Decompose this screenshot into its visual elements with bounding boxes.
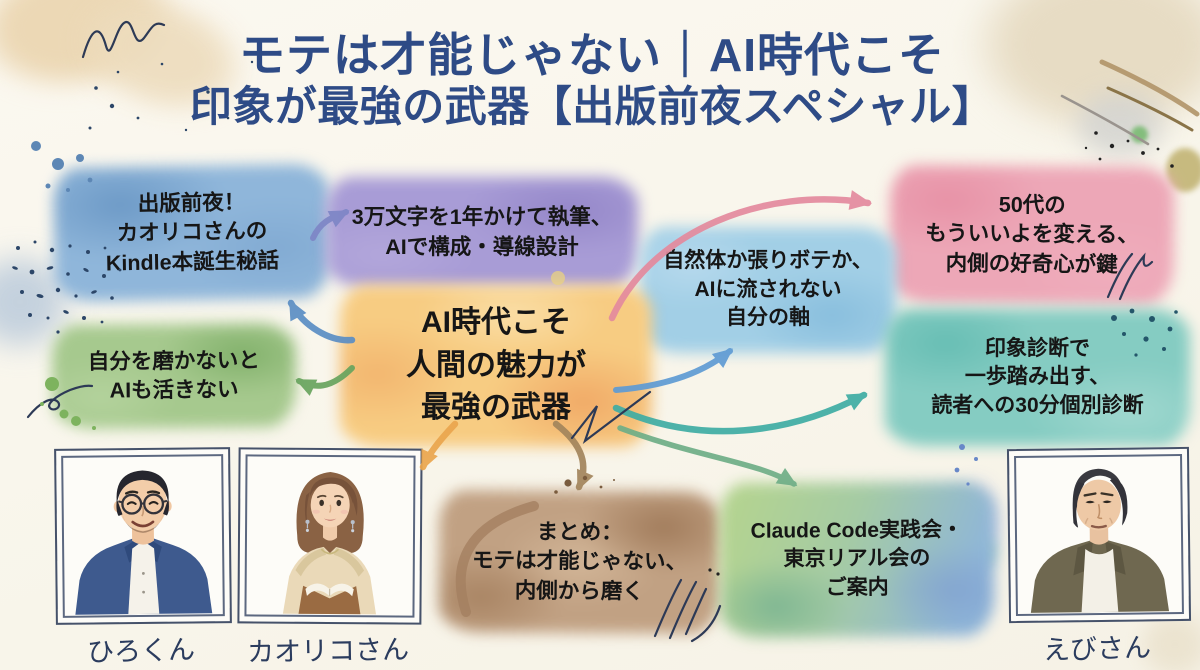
node-natural-axis: 自然体か張りボテか、 AIに流されない 自分の軸 (640, 227, 896, 353)
node-diagnosis-text: 印象診断で 一歩踏み出す、 読者への30分個別診断 (931, 336, 1144, 417)
kaoriko-label: カオリコさん (246, 634, 410, 669)
node-writing-wash (326, 177, 638, 288)
arrow-center-to-claude (617, 425, 798, 487)
node-summary: まとめ： モテは才能じゃない、 内側から磨く (438, 490, 721, 634)
node-fifties-curiosity: 50代の もういいよを変える、 内側の好奇心が鍵 (889, 164, 1175, 306)
node-writing-process: 3万文字を1年かけて執筆、 AIで構成・導線設計 (326, 177, 638, 288)
ebisan-label: えびさん (1042, 632, 1152, 667)
node-summary-text: まとめ： モテは才能じゃない、 内側から磨く (471, 520, 688, 603)
title-line-1: モテは才能じゃない｜AI時代こそ (239, 29, 945, 81)
ebisan-portrait (1006, 446, 1192, 624)
splatter-ebisan-blue (954, 444, 978, 486)
node-central-theme: AI時代こそ 人間の魅力が 最強の武器 (340, 285, 652, 447)
hirokun-label: ひろくん (86, 634, 196, 669)
node-polish-yourself: 自分を磨かないと AIも活きない (51, 322, 297, 430)
node-impression-diagnosis: 印象診断で 一歩踏み出す、 読者への30分個別診断 (885, 309, 1190, 446)
node-claude-text: Claude Code実践会・ 東京リアル会の ご案内 (750, 518, 964, 599)
arrow-center-to-diagnosis (612, 391, 868, 435)
ebisan-illustration (1030, 468, 1170, 613)
title-line-2: 印象が最強の武器【出版前夜スペシャル】 (189, 83, 995, 131)
node-central-text: AI時代こそ 人間の魅力が 最強の武器 (406, 306, 586, 425)
node-fifties-text: 50代の もういいよを変える、 内側の好奇心が鍵 (925, 193, 1139, 277)
page-title: モテは才能じゃない｜AI時代こそ 印象が最強の武器【出版前夜スペシャル】 (0, 28, 1192, 131)
node-diagnosis-wash (885, 309, 1190, 446)
node-writing-text: 3万文字を1年かけて執筆、 AIで構成・導線設計 (351, 205, 613, 259)
hirokun-portrait (54, 447, 232, 625)
splatter-top-right-black (1084, 131, 1174, 168)
node-kindle-text: 出版前夜！ カオリコさんの Kindle本誕生秘話 (105, 190, 280, 276)
kaoriko-illustration (282, 472, 377, 615)
kaoriko-portrait (237, 447, 423, 625)
node-polish-text: 自分を磨かないと AIも活きない (87, 348, 260, 403)
hirokun-illustration (75, 470, 213, 615)
node-kindle-story: 出版前夜！ カオリコさんの Kindle本誕生秘話 (52, 163, 332, 303)
node-claude-code-event: Claude Code実践会・ 東京リアル会の ご案内 (719, 481, 995, 638)
node-natural-text: 自然体か張りボテか、 AIに流されない 自分の軸 (663, 249, 873, 330)
